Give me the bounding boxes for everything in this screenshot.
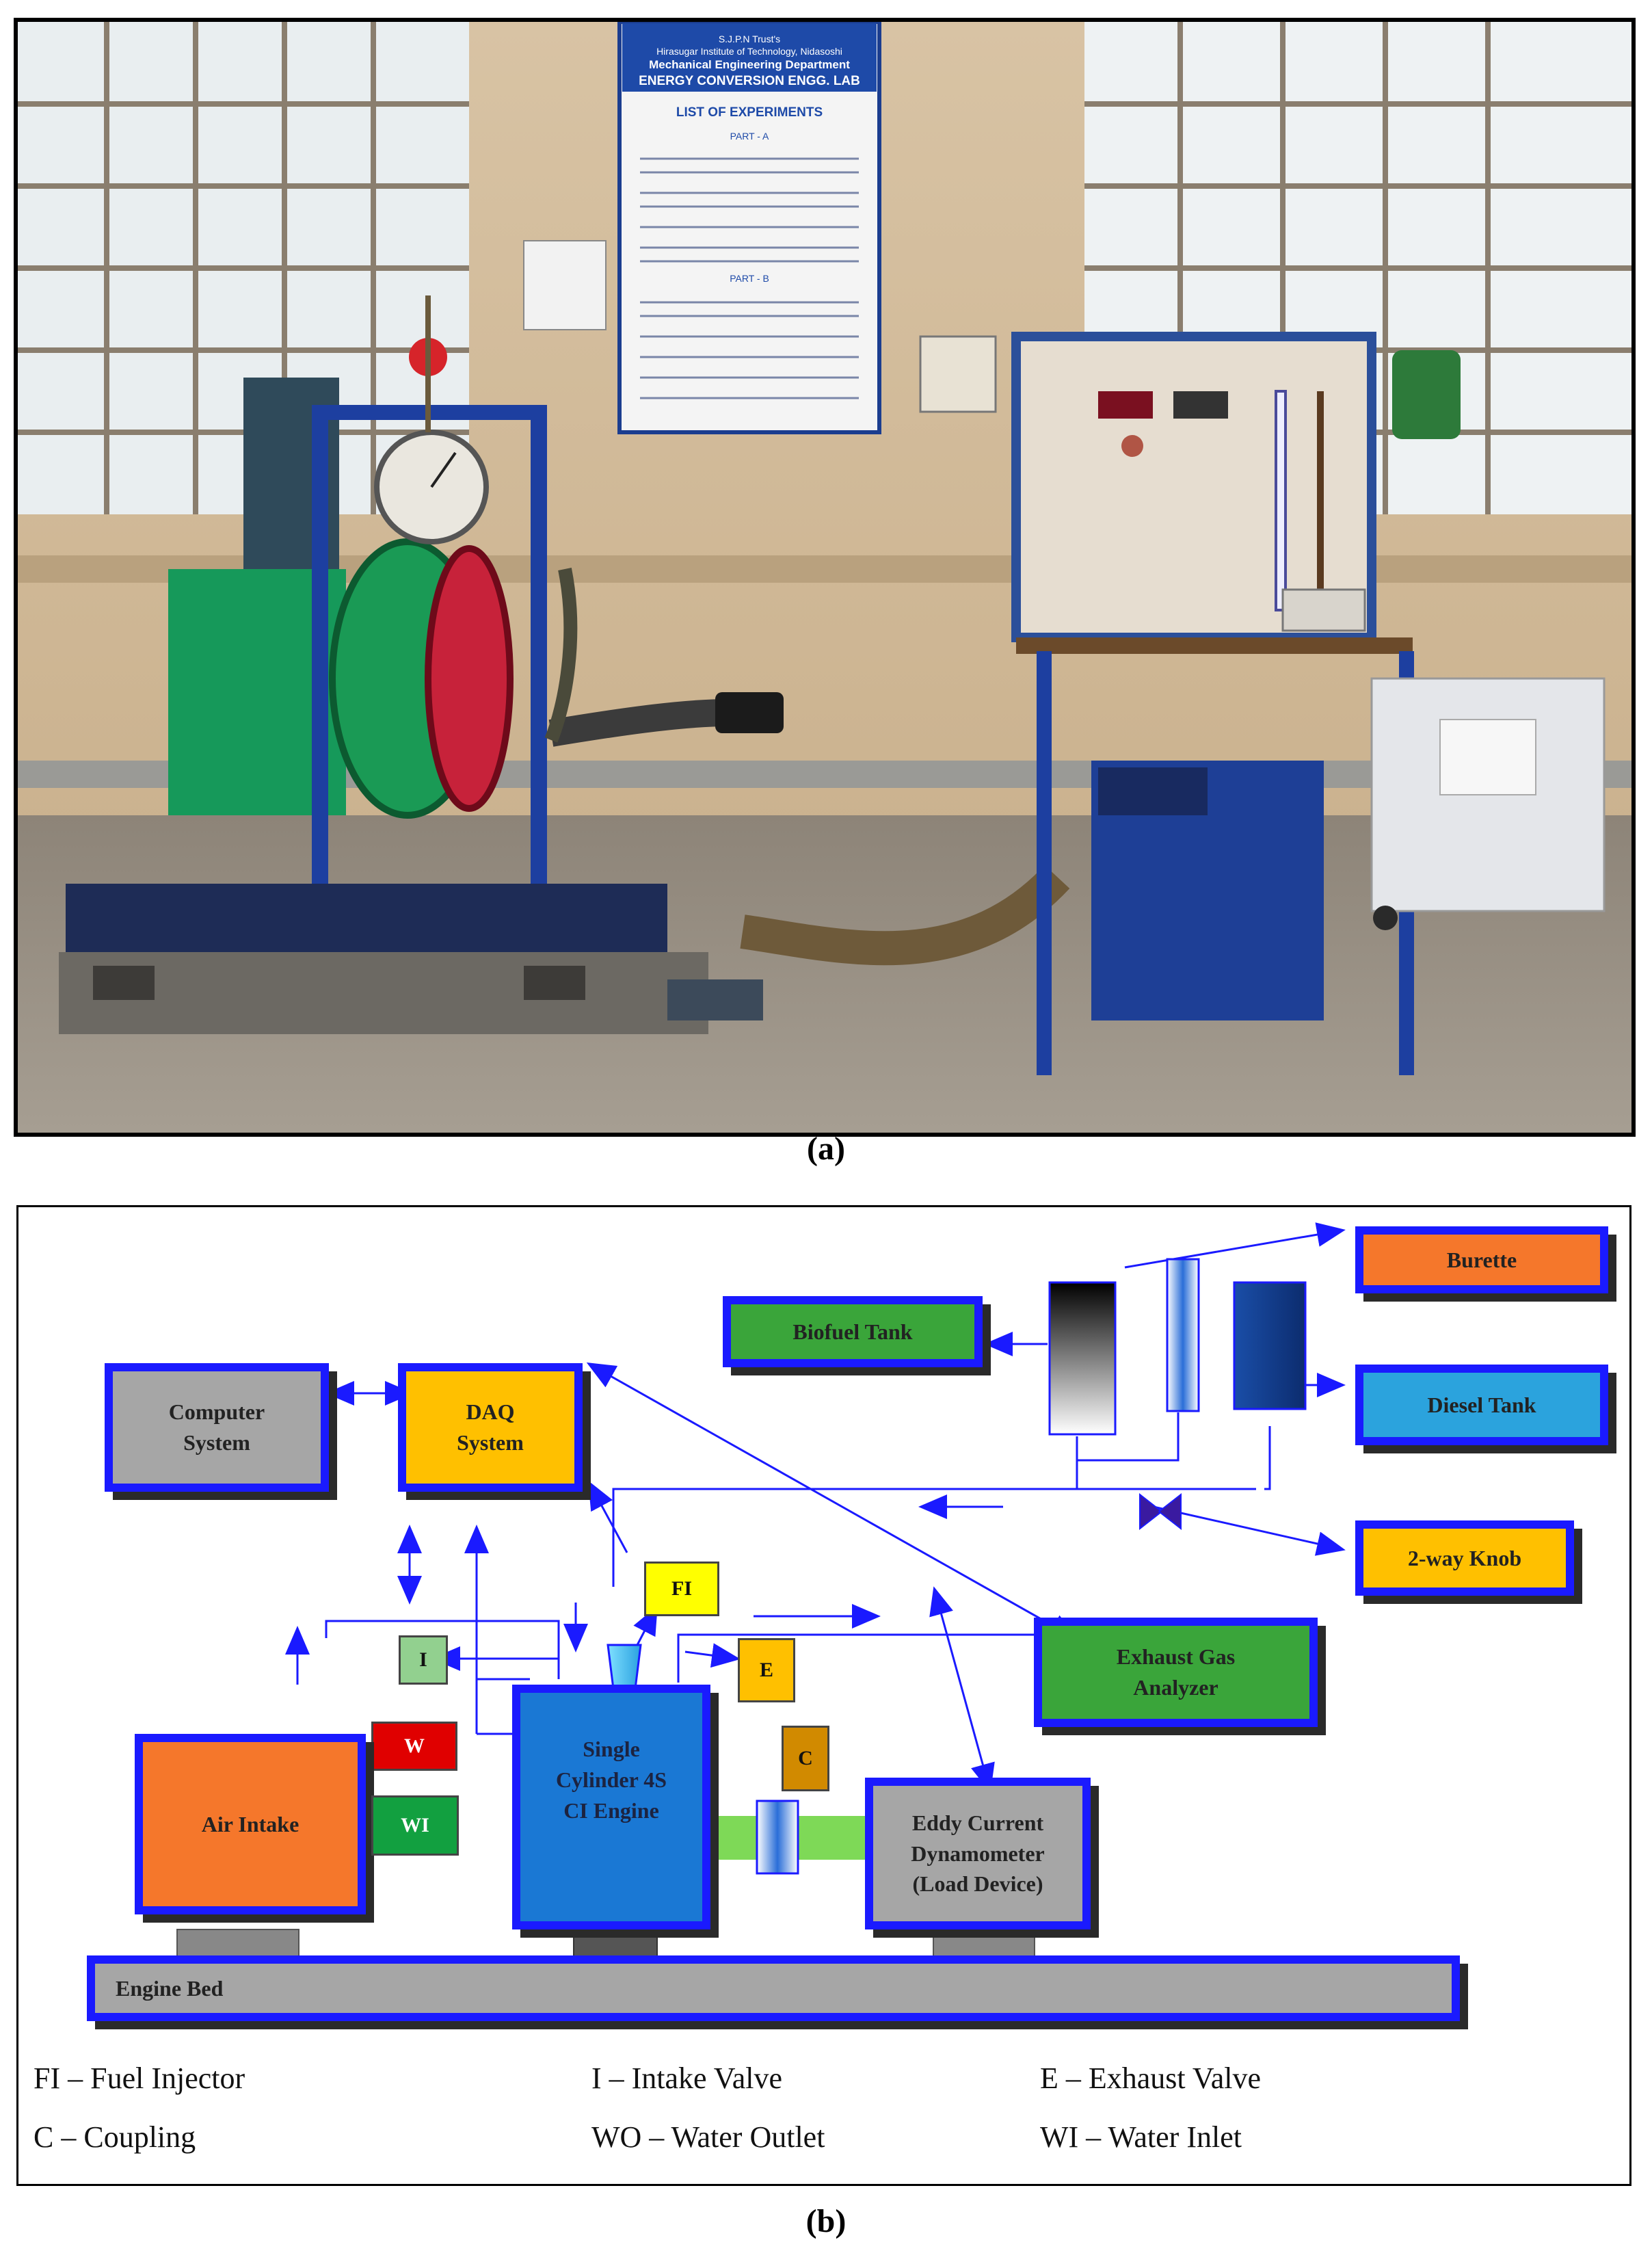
small-notice [523, 240, 607, 330]
legend-e: E – Exhaust Valve [1040, 2061, 1262, 2095]
schematic-panel: Burette Biofuel Tank Diesel Tank Compute… [16, 1205, 1631, 2186]
fuel-line-3 [1264, 1426, 1271, 1490]
board-line-4: ENERGY CONVERSION ENGG. LAB [639, 74, 860, 88]
exhaust-line [677, 1633, 1037, 1683]
engine-test-rig-photo: S.J.P.N Trust's Hirasugar Institute of T… [18, 22, 1631, 1133]
arrow-to-burette [1124, 1222, 1346, 1269]
engine-platform [59, 884, 763, 1034]
coupling-symbol [756, 1800, 799, 1875]
control-panel [1011, 332, 1461, 642]
exhaust-gas-analyzer-box: Exhaust Gas Analyzer [1034, 1618, 1318, 1727]
dynamometer-box: Eddy Current Dynamometer (Load Device) [865, 1778, 1091, 1929]
i-label-box: I [399, 1635, 448, 1685]
notice-board: S.J.P.N Trust's Hirasugar Institute of T… [617, 22, 881, 434]
w-label-box: W [371, 1722, 457, 1771]
fi-label-box: FI [644, 1562, 719, 1616]
board-line-3: Mechanical Engineering Department [649, 58, 850, 71]
e-label-box: E [738, 1638, 795, 1702]
intake-line [325, 1620, 560, 1679]
engine-box: Single Cylinder 4S CI Engine [512, 1685, 710, 1929]
daq-system-box: DAQ System [398, 1363, 583, 1492]
board-line-6: PART - A [730, 131, 769, 142]
biofuel-tank-box: Biofuel Tank [723, 1296, 983, 1367]
board-line-1: S.J.P.N Trust's [719, 34, 780, 44]
gas-analyzer-cart [1370, 677, 1606, 930]
arrow-to-e [684, 1643, 741, 1668]
lab-photograph: S.J.P.N Trust's Hirasugar Institute of T… [14, 18, 1636, 1137]
wi-label-box: WI [371, 1795, 459, 1856]
legend-c: C – Coupling [34, 2120, 196, 2154]
caption-b: (b) [805, 2203, 847, 2239]
burette-column [1166, 1258, 1200, 1412]
two-way-valve-symbol [1139, 1492, 1182, 1531]
legend-wo: WO – Water Outlet [591, 2120, 825, 2154]
burette-box: Burette [1355, 1226, 1608, 1293]
board-line-2: Hirasugar Institute of Technology, Nidas… [656, 46, 842, 57]
arrow-daq-fi [588, 1480, 628, 1553]
legend-wi: WI – Water Inlet [1040, 2120, 1242, 2154]
fuel-tank-stand [1016, 637, 1414, 1075]
switchboard [919, 335, 997, 413]
legend-fi: FI – Fuel Injector [34, 2061, 245, 2095]
computer-system-box: Computer System [105, 1363, 329, 1492]
board-line-5: LIST OF EXPERIMENTS [676, 105, 823, 120]
arrow-daq-dyno [929, 1586, 995, 1793]
engine-bed-box: Engine Bed [87, 1955, 1460, 2021]
board-line-7: PART - B [730, 273, 769, 284]
caption-a: (a) [807, 1131, 845, 1167]
diesel-tank-box: Diesel Tank [1355, 1365, 1608, 1445]
c-label-box: C [782, 1726, 829, 1791]
legend-i: I – Intake Valve [591, 2061, 782, 2095]
air-intake-box: Air Intake [135, 1734, 366, 1914]
diesel-column [1233, 1281, 1307, 1410]
fuel-line-2 [1076, 1460, 1256, 1490]
biofuel-column [1048, 1281, 1117, 1436]
diesel-engine [168, 295, 547, 884]
arrow-to-knob [1153, 1505, 1346, 1556]
two-way-knob-box: 2-way Knob [1355, 1520, 1574, 1596]
